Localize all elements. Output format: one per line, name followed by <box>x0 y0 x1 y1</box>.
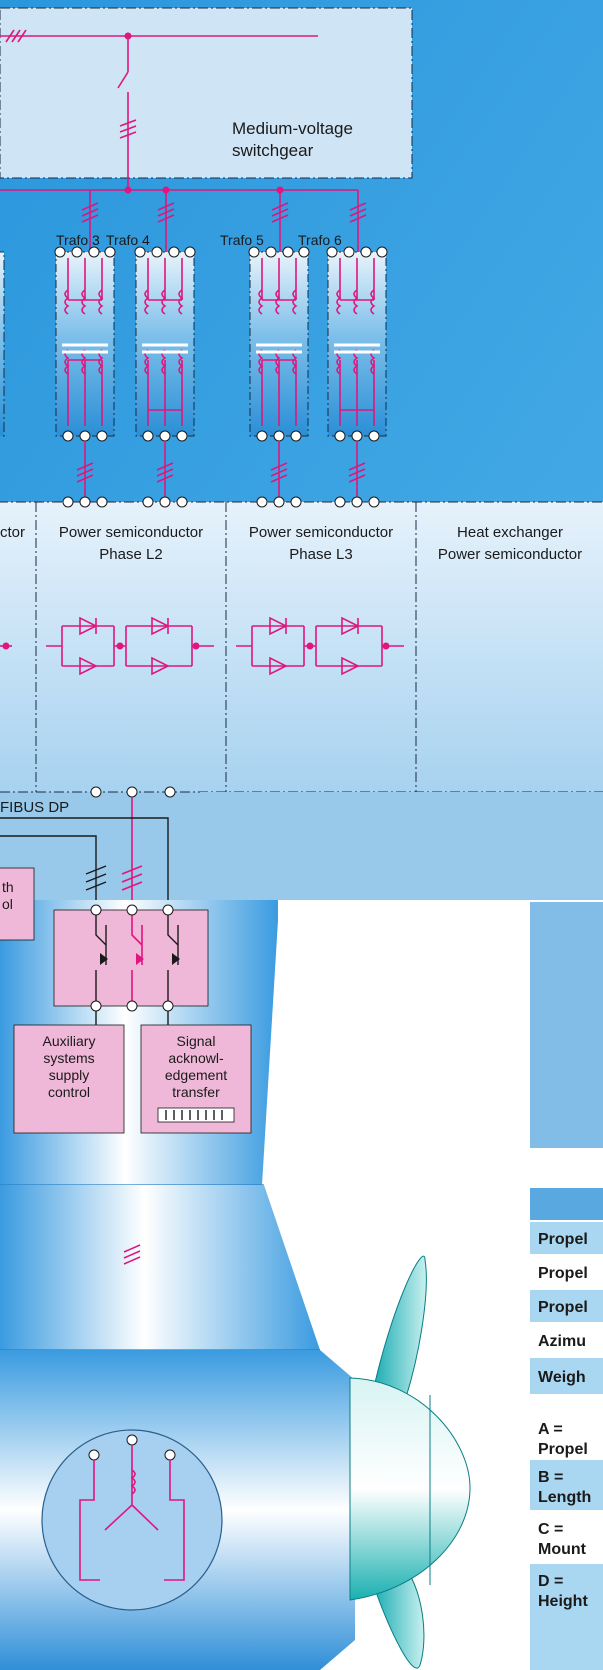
table-row-label: Azimu <box>538 1333 586 1350</box>
table-row-label: C = <box>538 1521 563 1538</box>
power-module-band <box>0 501 603 793</box>
table-row-label: A = <box>538 1421 563 1438</box>
partial-control-label-1: th <box>2 879 14 895</box>
aux-label-4: control <box>48 1084 90 1100</box>
table-row <box>530 1222 603 1254</box>
table-row <box>530 1564 603 1670</box>
aux-supply-box <box>13 1024 125 1134</box>
motor <box>41 1429 223 1611</box>
signal-label-4: transfer <box>172 1084 220 1100</box>
table-header <box>530 1188 603 1220</box>
module-2-label-line1: Power semiconductor <box>59 524 203 541</box>
signal-label-1: Signal <box>177 1033 216 1049</box>
signal-label-3: edgement <box>165 1067 227 1083</box>
distribution-bus <box>0 186 367 252</box>
motor-feed <box>123 1244 141 1265</box>
trafo-outputs <box>76 441 366 500</box>
partial-control-box <box>0 867 35 941</box>
switchgear-label-line2: switchgear <box>232 141 314 160</box>
table-row-sublabel: Mount <box>538 1541 587 1558</box>
switchgear-box <box>0 7 413 179</box>
bus-node <box>164 786 176 798</box>
table-row-sublabel: Propel <box>538 1441 588 1458</box>
module-4-label-line2: Power semiconductor <box>438 546 582 563</box>
switchgear-label-line1: Medium-voltage <box>232 119 353 138</box>
aux-label-1: Auxiliary <box>43 1033 96 1049</box>
profibus-band <box>0 792 603 900</box>
trafo-3-label: Trafo 3 <box>56 232 100 248</box>
trafo-partial <box>0 251 5 437</box>
table-row-label: D = <box>538 1573 563 1590</box>
trafo-3 <box>54 246 116 442</box>
module-4-label-line1: Heat exchanger <box>457 524 563 541</box>
module-3-label-line2: Phase L3 <box>289 546 352 563</box>
table-row-sublabel: Height <box>538 1593 588 1610</box>
trafo-5-label: Trafo 5 <box>220 232 264 248</box>
converter-switch-box <box>53 904 209 1025</box>
table-row <box>530 1324 603 1356</box>
thyristor-bridge-l1 <box>0 642 12 650</box>
trafo-6-label: Trafo 6 <box>298 232 342 248</box>
module-3-label-line1: Power semiconductor <box>249 524 393 541</box>
table-row-label: Propel <box>538 1299 588 1316</box>
trafo-4 <box>134 246 196 442</box>
table-row <box>530 1290 603 1322</box>
table-row-label: B = <box>538 1469 563 1486</box>
propeller <box>349 1255 471 1669</box>
trafo-4-label: Trafo 4 <box>106 232 150 248</box>
partial-control-label-2: ol <box>2 896 13 912</box>
table-row <box>530 1460 603 1510</box>
table-row-label: Propel <box>538 1231 588 1248</box>
busbar <box>0 29 318 190</box>
thyristor-bridge-l2 <box>46 616 214 676</box>
profibus-label: FIBUS DP <box>0 799 69 816</box>
module-1-label: ctor <box>0 524 25 541</box>
trafo-6 <box>326 246 388 442</box>
bus-node <box>126 786 138 798</box>
bus-node <box>90 786 102 798</box>
module-input-nodes <box>62 496 380 508</box>
table-row-label: Propel <box>538 1265 588 1282</box>
table-row <box>530 1512 603 1562</box>
table-row-label: Weigh <box>538 1369 586 1386</box>
table-row <box>530 1396 603 1458</box>
table-row <box>530 1358 603 1394</box>
aux-label-3: supply <box>49 1067 89 1083</box>
signal-transfer-box <box>140 1024 252 1134</box>
side-image-panel <box>530 902 603 1148</box>
thyristor-bridge-l3 <box>236 616 404 676</box>
trafo-5 <box>248 246 310 442</box>
signal-label-2: acknowl- <box>168 1050 224 1066</box>
table-row <box>530 1256 603 1288</box>
module-2-label-line2: Phase L2 <box>99 546 162 563</box>
aux-label-2: systems <box>43 1050 94 1066</box>
table-row-sublabel: Length <box>538 1489 591 1506</box>
